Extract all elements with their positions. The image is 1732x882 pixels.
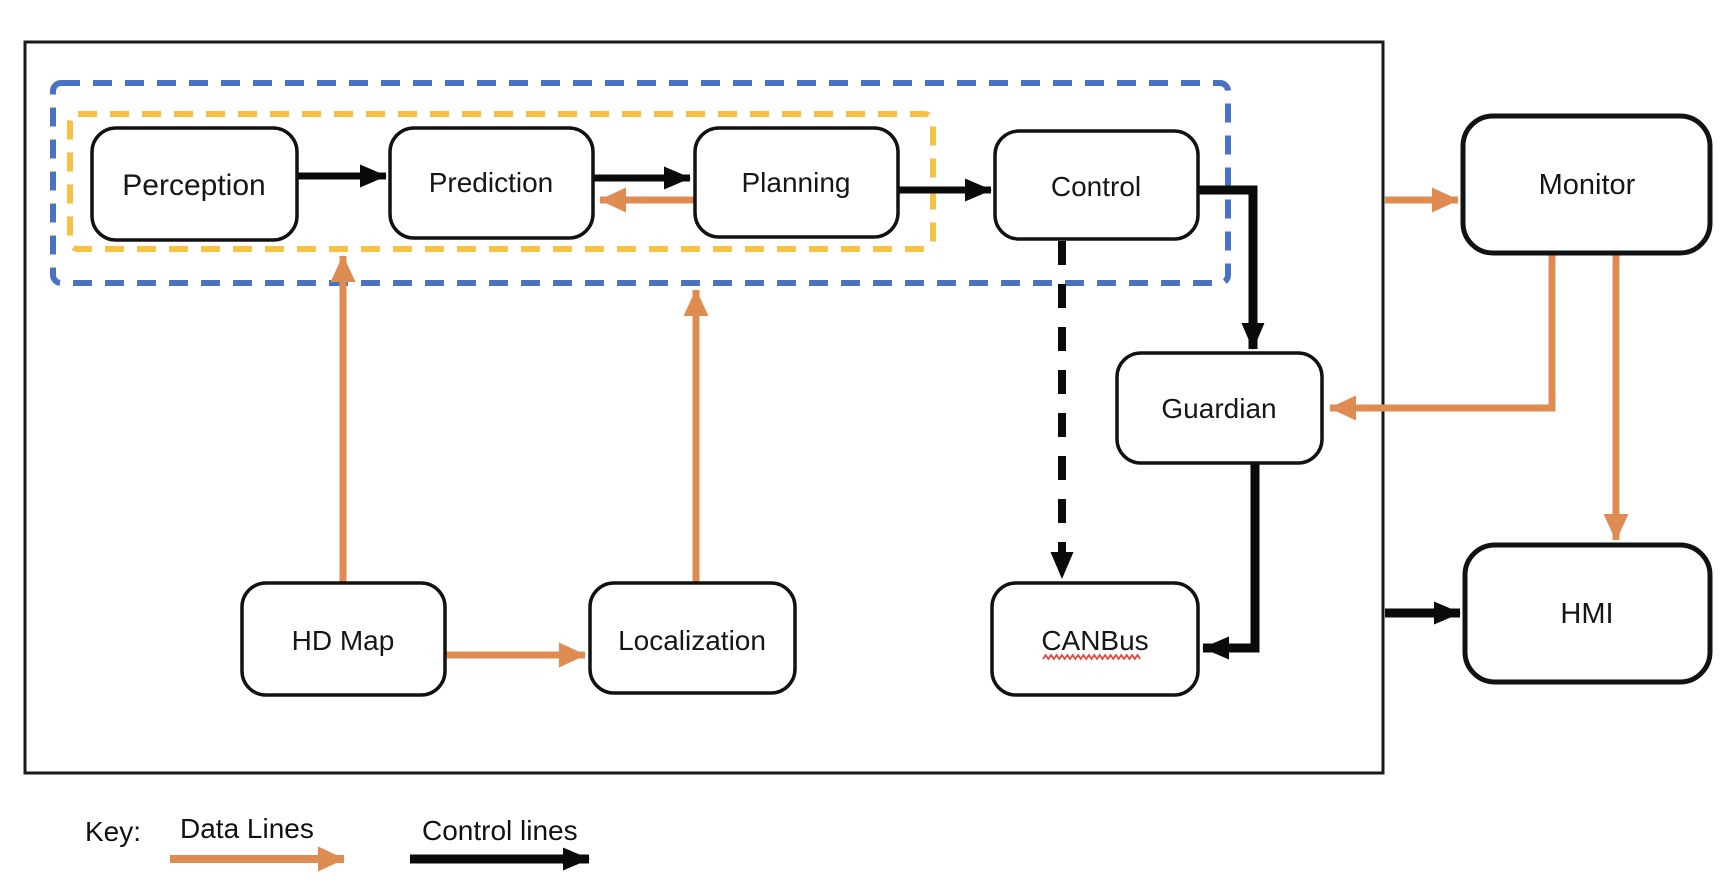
guardian-label: Guardian: [1161, 393, 1276, 424]
localization-box: [588, 581, 797, 695]
canbus-box: [990, 581, 1200, 697]
hmi-box: [1462, 542, 1713, 685]
control-box: [993, 129, 1200, 241]
node-control: Control: [993, 129, 1200, 241]
edge-monitor-to-guardian: [1329, 253, 1556, 421]
legend-data-lines-label: Data Lines: [180, 813, 314, 844]
hmi-label: HMI: [1560, 598, 1613, 630]
prediction-box: [388, 126, 595, 240]
node-planning: Planning: [693, 126, 900, 239]
edge-control-to-guardian: [1198, 185, 1265, 350]
prediction-label: Prediction: [429, 167, 554, 198]
perception-box: [90, 126, 299, 242]
control-label: Control: [1051, 171, 1141, 202]
node-hmi: HMI: [1462, 542, 1713, 685]
hdmap-label: HD Map: [292, 625, 395, 656]
node-prediction: Prediction: [388, 126, 595, 240]
monitor-box: [1460, 113, 1713, 256]
hdmap-box: [240, 581, 447, 697]
monitor-label: Monitor: [1539, 169, 1636, 201]
yellow-dashed-group: [67, 111, 936, 252]
guardian-box: [1115, 351, 1324, 465]
planning-label: Planning: [742, 167, 851, 198]
node-perception: Perception: [90, 126, 299, 242]
perception-label: Perception: [122, 169, 265, 202]
node-canbus: CANBus: [990, 581, 1200, 697]
node-guardian: Guardian: [1115, 351, 1324, 465]
canbus-spellcheck-squiggle: [1042, 653, 1141, 661]
edge-guardian-to-canbus: [1202, 463, 1260, 660]
canbus-label: CANBus: [1041, 625, 1148, 656]
node-localization: Localization: [588, 581, 797, 695]
localization-label: Localization: [618, 625, 766, 656]
node-hdmap: HD Map: [240, 581, 447, 697]
legend-key-label: Key:: [85, 816, 141, 847]
planning-box: [693, 126, 900, 239]
legend-control-lines-label: Control lines: [422, 815, 578, 846]
legend: Key: Data Lines Control lines: [85, 813, 590, 872]
node-monitor: Monitor: [1460, 113, 1713, 256]
blue-dashed-group: [50, 80, 1231, 286]
